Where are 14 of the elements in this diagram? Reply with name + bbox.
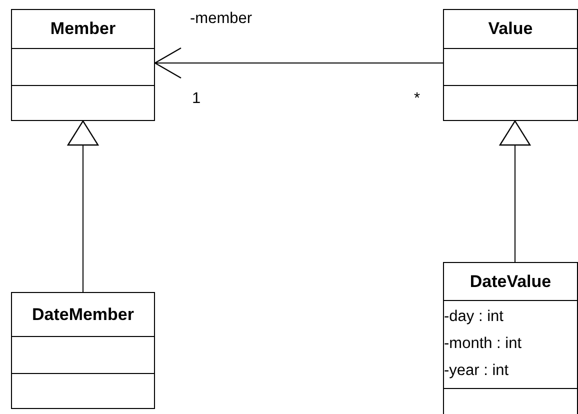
generalization-arrow xyxy=(499,120,531,262)
generalization-arrow xyxy=(67,120,99,292)
class-box xyxy=(11,9,155,121)
class-name: Member xyxy=(50,19,116,39)
class-name: DateValue xyxy=(470,272,552,292)
attribute-text: -year : int xyxy=(444,361,509,381)
association-arrow xyxy=(154,47,444,79)
attribute-text: -day : int xyxy=(444,307,504,327)
class-name: Value xyxy=(488,19,533,39)
class-box xyxy=(11,292,155,409)
attribute-text: -month : int xyxy=(444,334,522,354)
class-box xyxy=(443,262,578,414)
class-box xyxy=(443,9,578,121)
class-name: DateMember xyxy=(32,304,134,324)
